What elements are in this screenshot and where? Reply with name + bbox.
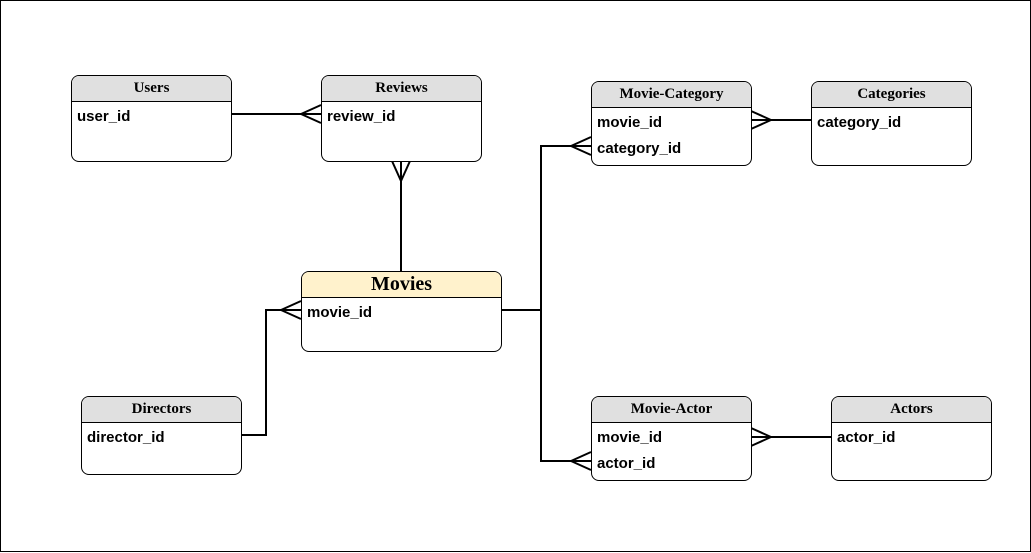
field-movie-category-movie-id: movie_id [597,114,663,131]
field-actor-id: actor_id [837,429,896,446]
field-director-id: director_id [87,429,165,446]
edge-categories-movie-category [750,110,811,130]
entity-movies-title: Movies [302,272,501,298]
entity-directors-title: Directors [82,397,241,423]
edge-movies-reviews [391,160,411,271]
entity-movie-actor-title: Movie-Actor [592,397,751,423]
entity-movie-category[interactable]: Movie-Category movie_id category_id [591,81,752,166]
field-movie-id: movie_id [307,304,373,321]
entity-users-title: Users [72,76,231,102]
field-movie-category-category-id: category_id [597,140,682,157]
edge-users-reviews [231,104,322,124]
entity-directors[interactable]: Directors director_id [81,396,242,475]
field-user-id: user_id [77,108,131,125]
entity-users[interactable]: Users user_id [71,75,232,162]
entity-movie-actor[interactable]: Movie-Actor movie_id actor_id [591,396,752,481]
field-movie-actor-movie-id: movie_id [597,429,663,446]
edge-actors-movie-actor [750,427,831,447]
edge-directors-movies [241,300,302,436]
field-category-id: category_id [817,114,902,131]
entity-reviews-title: Reviews [322,76,481,102]
entity-actors[interactable]: Actors actor_id [831,396,992,481]
entity-movies[interactable]: Movies movie_id [301,271,502,352]
edge-movies-movie-category [501,136,592,311]
entity-actors-title: Actors [832,397,991,423]
entity-categories[interactable]: Categories category_id [811,81,972,166]
entity-categories-title: Categories [812,82,971,108]
entity-reviews[interactable]: Reviews review_id [321,75,482,162]
field-review-id: review_id [327,108,396,125]
edge-movies-movie-actor [540,310,592,471]
field-movie-actor-actor-id: actor_id [597,455,656,472]
entity-movie-category-title: Movie-Category [592,82,751,108]
